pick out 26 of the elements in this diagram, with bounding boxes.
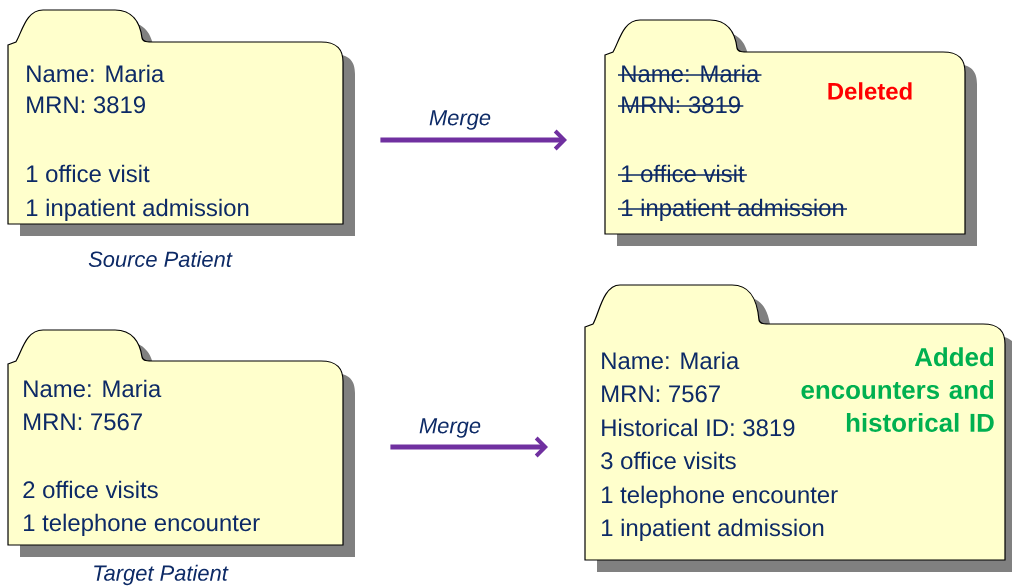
folder [584, 284, 1012, 572]
record-field: 1 inpatient admission [602, 518, 824, 541]
record-field: MRN: 3819 [27, 96, 145, 114]
record-field: 3 office visits [601, 451, 736, 470]
record-field: 1 telephone encounter [24, 513, 260, 536]
record-field: 1 inpatient admission [27, 198, 249, 221]
edge-label: Merge [419, 418, 481, 438]
record-field: Name: Maria [602, 351, 740, 370]
arrow [390, 436, 548, 458]
record-field: 2 office visits [23, 480, 158, 499]
record-field: Historical ID: 3819 [602, 418, 795, 437]
folder [604, 19, 977, 246]
edge-label: Merge [429, 110, 491, 130]
record-field: 1 telephone encounter [602, 485, 838, 508]
folder-caption: Source Patient [88, 250, 233, 268]
folder [7, 329, 355, 557]
arrow [380, 129, 567, 151]
status-note: Added encounters and historical ID [801, 347, 994, 432]
folder [7, 9, 355, 236]
folder-caption: Target Patient [94, 564, 229, 586]
record-field: MRN: 7567 [24, 413, 142, 431]
status-note: Deleted [828, 82, 912, 100]
record-field: Name: Maria [27, 64, 165, 83]
record-field: Name: Maria [24, 379, 162, 398]
record-field: 1 office visit [27, 164, 150, 183]
record-field: MRN: 7567 [602, 385, 720, 403]
